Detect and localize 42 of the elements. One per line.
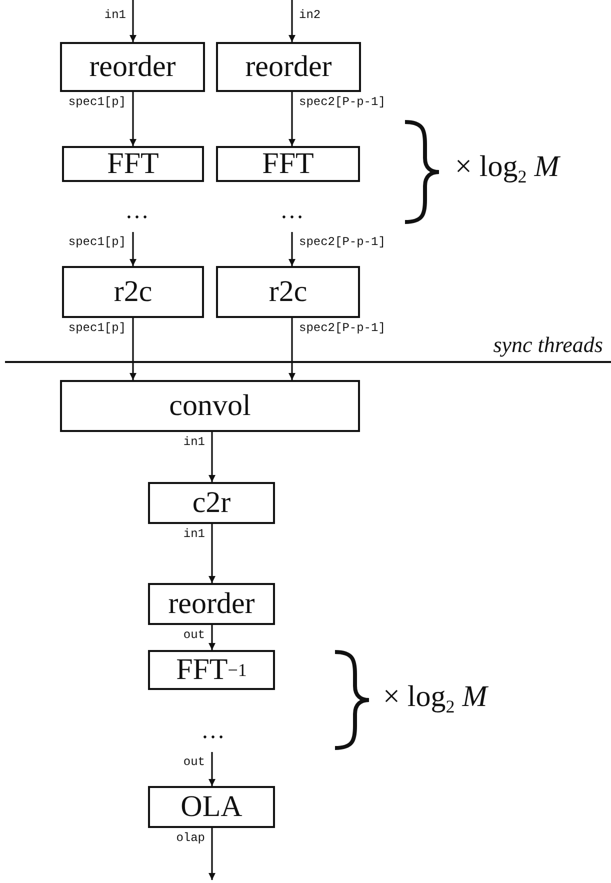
edge-label: spec1[p] bbox=[68, 235, 126, 249]
arrow bbox=[130, 232, 136, 266]
process-box: FFT bbox=[216, 146, 360, 182]
arrow bbox=[208, 752, 216, 786]
edge-label: in1 bbox=[183, 435, 205, 449]
arrow bbox=[208, 625, 216, 650]
process-box: r2c bbox=[216, 266, 360, 318]
arrow bbox=[288, 318, 296, 380]
ellipsis-text: … bbox=[107, 198, 167, 224]
arrow bbox=[130, 92, 136, 146]
arrow bbox=[130, 318, 136, 380]
arrow bbox=[208, 828, 216, 880]
edge-label: out bbox=[183, 755, 205, 769]
edge-label: in1 bbox=[183, 527, 205, 541]
edge-label: spec1[p] bbox=[68, 95, 126, 109]
arrow bbox=[130, 0, 136, 42]
edge-label: spec2[P-p-1] bbox=[299, 235, 386, 249]
repeat-factor: × log$_{2}$ M bbox=[383, 680, 488, 714]
ellipsis-text: … bbox=[262, 198, 322, 224]
process-box: r2c bbox=[62, 266, 204, 318]
arrow bbox=[288, 232, 296, 266]
process-box: OLA bbox=[148, 786, 275, 828]
edge-label: in1 bbox=[104, 8, 126, 22]
arrow bbox=[288, 92, 296, 146]
arrow bbox=[208, 432, 216, 482]
process-box: FFT bbox=[62, 146, 204, 182]
edge-label: olap bbox=[176, 831, 205, 845]
process-box: c2r bbox=[148, 482, 275, 524]
process-box: convol bbox=[60, 380, 360, 432]
process-box: reorder bbox=[216, 42, 361, 92]
process-box: reorder bbox=[60, 42, 205, 92]
process-box: reorder bbox=[148, 583, 275, 625]
edge-label: in2 bbox=[299, 8, 321, 22]
arrow bbox=[208, 524, 216, 583]
ellipsis-text: … bbox=[183, 718, 243, 744]
sync-note: sync threads bbox=[493, 332, 603, 358]
arrow bbox=[288, 0, 296, 42]
repeat-factor: × log$_{2}$ M bbox=[455, 150, 560, 184]
edge-label: spec1[p] bbox=[68, 321, 126, 335]
edge-label: out bbox=[183, 628, 205, 642]
edge-label: spec2[P-p-1] bbox=[299, 95, 386, 109]
edge-label: spec2[P-p-1] bbox=[299, 321, 386, 335]
